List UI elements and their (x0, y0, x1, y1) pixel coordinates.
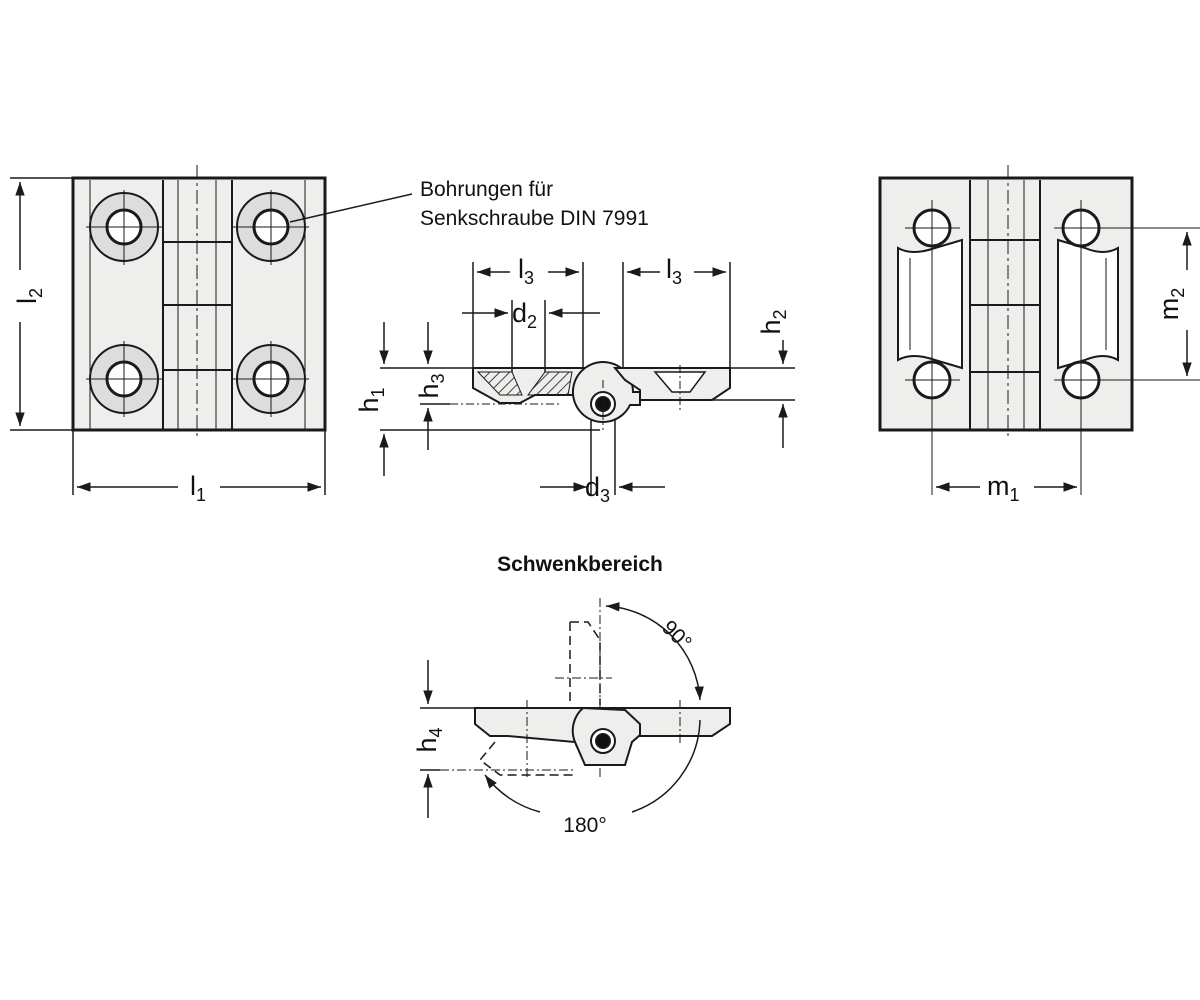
label-h1: h1 (354, 387, 388, 412)
dimension-l1 (72, 430, 326, 495)
label-l1: l1 (190, 471, 206, 505)
label-d3: d3 (585, 472, 610, 506)
back-view-dimensions (936, 232, 1192, 492)
swing-view (440, 598, 731, 780)
label-l2: l2 (12, 288, 46, 304)
arc-90 (605, 602, 704, 701)
label-l3-right: l3 (666, 254, 682, 288)
countersunk-hole (86, 341, 162, 417)
countersunk-hole (86, 190, 162, 265)
dimension-l2 (10, 177, 73, 431)
back-view (878, 165, 1200, 495)
annotation-line-1: Bohrungen für (420, 178, 553, 201)
label-m2: m2 (1154, 288, 1188, 321)
countersunk-hole (233, 190, 309, 265)
label-l3-left: l3 (518, 254, 534, 288)
label-h3: h3 (414, 373, 448, 398)
label-d2: d2 (512, 298, 537, 332)
side-view (450, 361, 731, 430)
label-h4: h4 (412, 727, 446, 752)
arc-180 (485, 719, 701, 813)
label-h2: h2 (756, 309, 790, 334)
side-view-dimensions (379, 262, 795, 495)
annotation-line-2: Senkschraube DIN 7991 (420, 207, 649, 230)
front-view (71, 165, 327, 440)
dimension-h4 (420, 660, 475, 818)
label-90: 90° (657, 616, 696, 655)
label-m1: m1 (987, 471, 1020, 505)
countersunk-hole (233, 341, 309, 417)
annotation-leader (289, 193, 413, 223)
section-title: Schwenkbereich (497, 553, 663, 576)
label-180: 180° (563, 814, 606, 837)
